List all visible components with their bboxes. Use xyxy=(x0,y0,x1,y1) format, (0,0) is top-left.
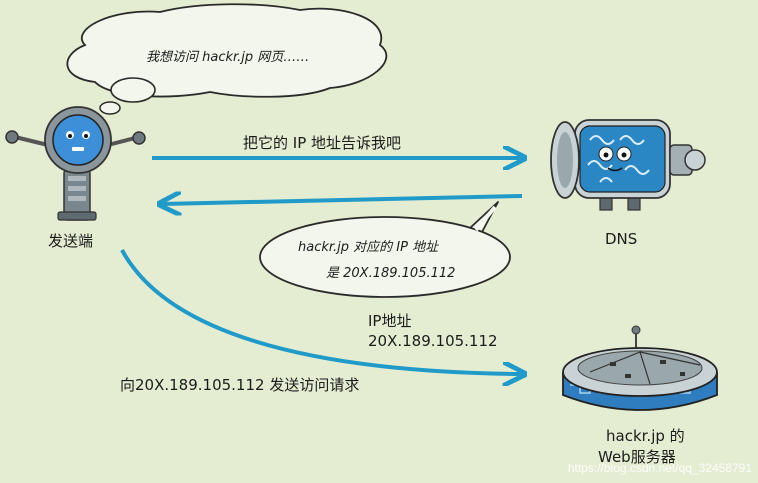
web-server-icon xyxy=(562,325,718,411)
dns-reply-arrow xyxy=(162,196,523,204)
ip-label-line2: 20X.189.105.112 xyxy=(368,332,498,350)
dns-reply-text-line1: hackr.jp 对应的 IP 地址 xyxy=(298,240,439,255)
robot-icon xyxy=(5,106,146,221)
thought-bubble-icon xyxy=(66,3,388,125)
server-label-line2: Web服务器 xyxy=(598,448,676,466)
http-request-arrow xyxy=(120,249,522,374)
watermark: https://blog.csdn.net/qq_32458791 xyxy=(567,461,752,475)
request-dns-label: 把它的 IP 地址告诉我吧 xyxy=(243,134,402,152)
speech-bubble-icon xyxy=(259,201,511,298)
server-label-line1: hackr.jp 的 xyxy=(606,427,685,445)
dns-reply-text-line2: 是 20X.189.105.112 xyxy=(326,266,456,281)
dns-label: DNS xyxy=(605,230,638,248)
client-label: 发送端 xyxy=(48,232,94,250)
ip-label-line1: IP地址 xyxy=(368,312,412,330)
thought-bubble-text: 我想访问 hackr.jp 网页…… xyxy=(146,50,310,65)
http-request-label: 向20X.189.105.112 发送访问请求 xyxy=(120,376,360,394)
dns-server-icon xyxy=(550,119,706,211)
